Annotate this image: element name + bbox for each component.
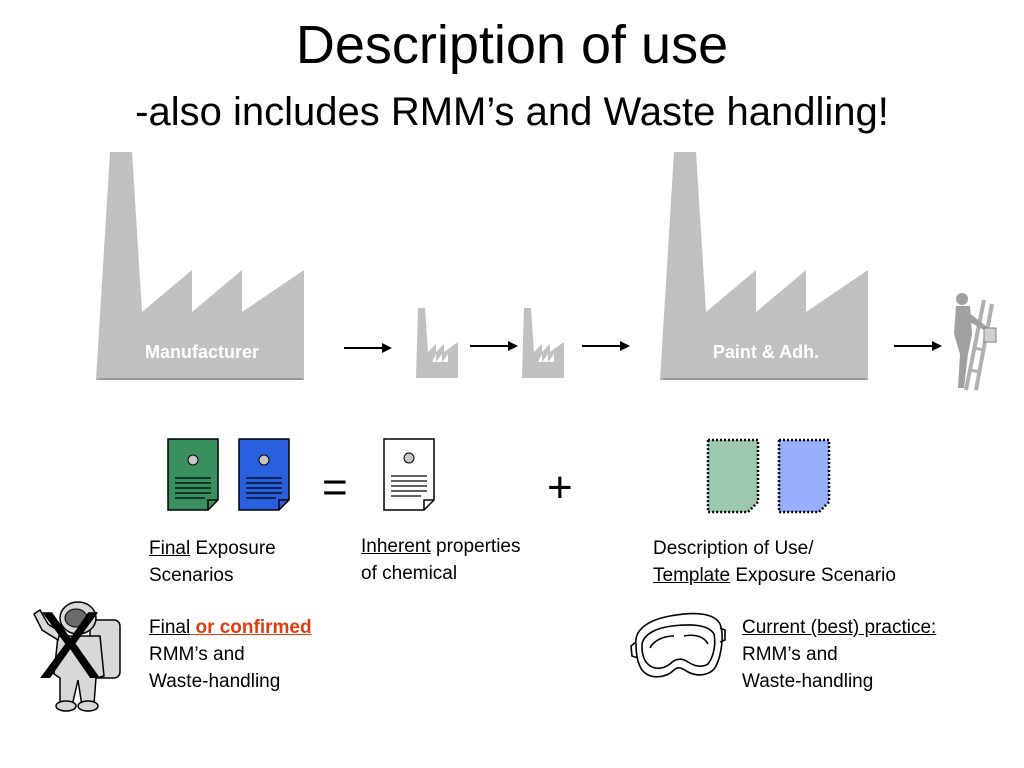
- description-caption: Description of Use/ Template Exposure Sc…: [653, 535, 973, 589]
- small-factory-icon: [522, 308, 564, 378]
- final-es-document-icon: [167, 438, 219, 511]
- template-document-icon: [706, 438, 760, 514]
- protective-suit-icon: [33, 601, 121, 712]
- final-es-rest: Exposure: [190, 538, 276, 559]
- paint-factory-icon: [660, 152, 868, 380]
- inherent-properties-document-icon: [383, 438, 435, 511]
- manufacturer-factory-icon: [96, 152, 304, 380]
- current-practice-heading: Current (best) practice:: [742, 617, 937, 638]
- inherent-caption: Inherent properties of chemical: [361, 533, 581, 587]
- final-es-caption: Final Exposure Scenarios: [149, 535, 339, 589]
- worker-icon: [954, 293, 997, 391]
- inherent-rest: properties: [430, 536, 521, 557]
- final-es-underlined: Final: [149, 538, 191, 559]
- template-document-icon: [777, 438, 831, 514]
- inherent-underlined: Inherent: [361, 536, 431, 557]
- inherent-line2: of chemical: [361, 563, 458, 584]
- slide-title: Description of use: [295, 15, 729, 75]
- current-practice-caption: Current (best) practice: RMM’s and Waste…: [742, 614, 1002, 695]
- template-underlined: Template: [653, 565, 731, 586]
- final-rmm-underlined: Final: [149, 617, 191, 638]
- arrow-icon: [582, 341, 630, 351]
- slide-subtitle: -also includes RMM’s and Waste handling!: [135, 90, 889, 134]
- current-line3: Waste-handling: [742, 671, 874, 692]
- arrow-icon: [894, 341, 942, 351]
- cross-mark: X: [38, 592, 103, 699]
- paint-label: Paint & Adh.: [712, 342, 820, 362]
- description-line1: Description of Use/: [653, 538, 814, 559]
- equals-sign: =: [322, 463, 348, 512]
- small-factory-icon: [416, 308, 458, 378]
- final-es-document-icon: [238, 438, 290, 511]
- arrow-icon: [344, 343, 392, 353]
- arrow-icon: [470, 341, 518, 351]
- final-rmm-line2: RMM’s and: [149, 644, 245, 665]
- final-rmm-line3: Waste-handling: [149, 671, 281, 692]
- goggles-icon: [630, 612, 726, 678]
- template-rest: Exposure Scenario: [730, 565, 896, 586]
- final-rmm-caption: Final or confirmed RMM’s and Waste-handl…: [149, 614, 369, 695]
- or-confirmed-emphasis: or confirmed: [190, 617, 312, 638]
- current-line2: RMM’s and: [742, 644, 838, 665]
- plus-sign: +: [547, 463, 573, 512]
- manufacturer-label: Manufacturer: [144, 342, 260, 362]
- final-es-line2: Scenarios: [149, 565, 234, 586]
